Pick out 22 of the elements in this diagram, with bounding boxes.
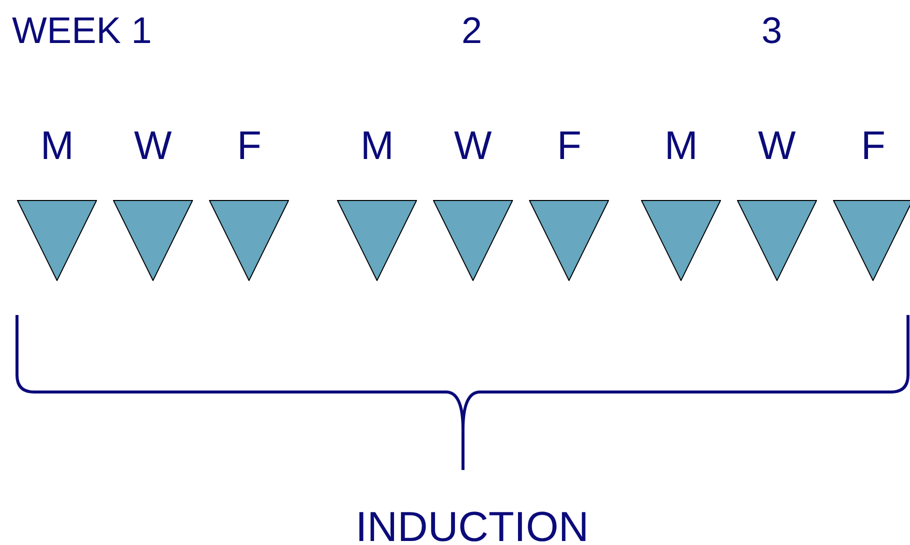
triangle-marker: [17, 200, 97, 281]
day-label: M: [40, 126, 74, 166]
triangle-marker: [833, 200, 910, 281]
day-label: M: [664, 126, 698, 166]
triangle-marker: [737, 200, 817, 281]
day-label: F: [237, 126, 262, 166]
day-label: W: [758, 126, 796, 166]
day-label: F: [861, 126, 886, 166]
triangle-marker: [529, 200, 609, 281]
week-label: WEEK 1: [12, 12, 152, 49]
day-label: W: [454, 126, 492, 166]
day-label: M: [360, 126, 394, 166]
week-label: 3: [762, 12, 782, 49]
triangle-marker: [113, 200, 193, 281]
triangle-marker: [209, 200, 289, 281]
phase-label: INDUCTION: [356, 506, 589, 545]
triangle-marker: [641, 200, 721, 281]
week-label: 2: [462, 12, 482, 49]
triangle-marker: [337, 200, 417, 281]
day-label: F: [557, 126, 582, 166]
day-label: W: [134, 126, 172, 166]
triangle-marker: [433, 200, 513, 281]
